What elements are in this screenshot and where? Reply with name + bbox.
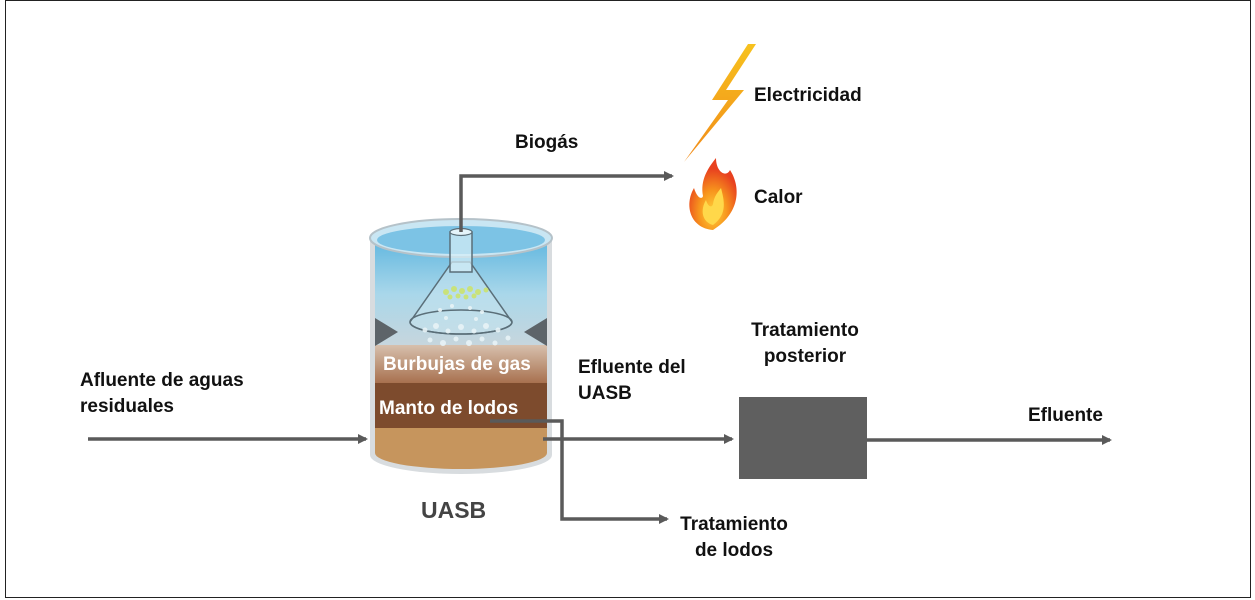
- effluent-label: Efluente: [1028, 405, 1103, 426]
- post-treatment-box: [739, 397, 867, 479]
- gas-bubbles-label: Burbujas de gas: [383, 354, 531, 375]
- lightning-icon: [684, 44, 756, 162]
- influent-label: Afluente de aguas residuales: [80, 370, 244, 417]
- diagram-frame: [5, 0, 1251, 598]
- post-treatment-label: Tratamiento posterior: [751, 320, 859, 367]
- sludge-treatment-label: Tratamiento de lodos: [680, 514, 788, 561]
- uasb-effluent-label: Efluente del UASB: [578, 357, 686, 404]
- heat-label: Calor: [754, 187, 803, 208]
- electricity-label: Electricidad: [754, 85, 862, 106]
- uasb-reactor: [369, 218, 553, 474]
- sludge-blanket-label: Manto de lodos: [379, 398, 519, 419]
- biogas-label: Biogás: [515, 132, 579, 153]
- biogas-arrow: [459, 171, 674, 232]
- reactor-label: UASB: [421, 497, 487, 523]
- sludge-arrow: [490, 419, 669, 524]
- flame-icon: [689, 158, 737, 230]
